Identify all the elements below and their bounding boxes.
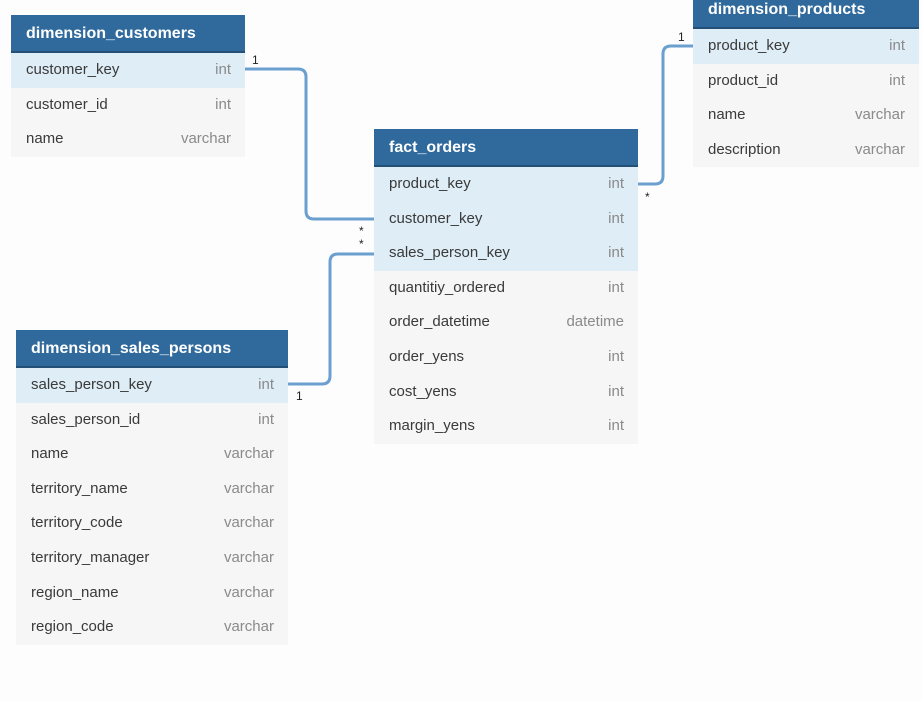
column-row[interactable]: name varchar bbox=[11, 122, 245, 157]
column-type: int bbox=[608, 175, 624, 192]
column-row[interactable]: customer_id int bbox=[11, 88, 245, 123]
cardinality-sales-persons-many: * bbox=[359, 237, 364, 251]
link-products-to-fact-orders[interactable] bbox=[638, 44, 693, 186]
column-name: region_code bbox=[31, 618, 114, 636]
column-type: varchar bbox=[223, 548, 274, 566]
column-name: product_key bbox=[708, 37, 790, 54]
column-name: name bbox=[26, 130, 64, 148]
column-row[interactable]: margin_yens int bbox=[374, 409, 638, 444]
column-row[interactable]: customer_key int bbox=[11, 53, 245, 88]
column-type: varchar bbox=[223, 445, 274, 463]
column-name: sales_person_key bbox=[31, 376, 152, 393]
column-row[interactable]: cost_yens int bbox=[374, 375, 638, 410]
column-name: region_name bbox=[31, 583, 119, 601]
cardinality-products-one: 1 bbox=[678, 30, 685, 44]
column-row[interactable]: customer_key int bbox=[374, 201, 638, 237]
cardinality-customers-one: 1 bbox=[252, 53, 259, 67]
cardinality-customers-many: * bbox=[359, 224, 364, 238]
column-name: quantitiy_ordered bbox=[389, 278, 505, 296]
column-name: territory_name bbox=[31, 479, 128, 497]
column-type: int bbox=[608, 278, 624, 296]
column-name: customer_key bbox=[389, 209, 483, 227]
column-name: order_datetime bbox=[389, 313, 490, 331]
column-name: order_yens bbox=[389, 347, 465, 365]
column-type: int bbox=[889, 37, 905, 54]
column-type: varchar bbox=[223, 583, 274, 601]
table-dimension-sales-persons[interactable]: dimension_sales_persons sales_person_key… bbox=[16, 330, 288, 645]
column-row[interactable]: sales_person_key int bbox=[374, 236, 638, 271]
column-type: varchar bbox=[223, 479, 274, 497]
column-row[interactable]: sales_person_key int bbox=[16, 368, 288, 403]
column-name: customer_id bbox=[26, 95, 108, 113]
column-name: description bbox=[708, 140, 781, 158]
column-type: varchar bbox=[180, 130, 231, 148]
column-row[interactable]: quantitiy_ordered int bbox=[374, 271, 638, 306]
column-row[interactable]: order_yens int bbox=[374, 340, 638, 375]
column-name: territory_code bbox=[31, 514, 123, 532]
column-name: sales_person_id bbox=[31, 410, 141, 428]
link-customers-to-fact-orders[interactable] bbox=[245, 67, 374, 221]
column-row[interactable]: name varchar bbox=[16, 437, 288, 472]
column-row[interactable]: region_code varchar bbox=[16, 610, 288, 645]
column-type: int bbox=[608, 382, 624, 400]
column-name: cost_yens bbox=[389, 382, 457, 400]
column-type: int bbox=[215, 61, 231, 78]
column-type: int bbox=[258, 410, 274, 428]
column-row[interactable]: description varchar bbox=[693, 133, 919, 168]
column-name: product_id bbox=[708, 71, 779, 89]
column-name: product_key bbox=[389, 175, 471, 192]
table-title[interactable]: fact_orders bbox=[374, 129, 638, 167]
column-row[interactable]: product_id int bbox=[693, 64, 919, 99]
column-name: margin_yens bbox=[389, 417, 475, 435]
table-title[interactable]: dimension_products bbox=[693, 0, 919, 29]
table-dimension-products[interactable]: dimension_products product_key int produ… bbox=[693, 0, 919, 168]
column-type: int bbox=[608, 244, 624, 262]
column-name: name bbox=[708, 106, 746, 124]
table-dimension-customers[interactable]: dimension_customers customer_key int cus… bbox=[11, 15, 245, 157]
column-name: territory_manager bbox=[31, 548, 150, 566]
column-type: int bbox=[608, 347, 624, 365]
column-type: int bbox=[889, 71, 905, 89]
table-title[interactable]: dimension_customers bbox=[11, 15, 245, 53]
cardinality-sales-persons-one: 1 bbox=[296, 389, 303, 403]
link-sales-persons-to-fact-orders[interactable] bbox=[288, 252, 374, 386]
column-type: varchar bbox=[223, 514, 274, 532]
column-type: varchar bbox=[223, 618, 274, 636]
column-type: varchar bbox=[854, 106, 905, 124]
column-type: datetime bbox=[566, 313, 624, 331]
column-row[interactable]: product_key int bbox=[374, 167, 638, 202]
column-type: int bbox=[258, 376, 274, 393]
column-row[interactable]: product_key int bbox=[693, 29, 919, 64]
table-fact-orders[interactable]: fact_orders product_key int customer_key… bbox=[374, 129, 638, 444]
column-row[interactable]: region_name varchar bbox=[16, 576, 288, 611]
column-row[interactable]: territory_code varchar bbox=[16, 506, 288, 541]
column-row[interactable]: territory_manager varchar bbox=[16, 541, 288, 576]
cardinality-products-many: * bbox=[645, 190, 650, 204]
column-name: sales_person_key bbox=[389, 244, 510, 262]
column-row[interactable]: territory_name varchar bbox=[16, 472, 288, 507]
column-name: customer_key bbox=[26, 61, 120, 78]
column-row[interactable]: sales_person_id int bbox=[16, 403, 288, 438]
column-type: int bbox=[608, 417, 624, 435]
column-type: int bbox=[215, 95, 231, 113]
column-row[interactable]: name varchar bbox=[693, 98, 919, 133]
column-type: int bbox=[608, 209, 624, 227]
column-type: varchar bbox=[854, 140, 905, 158]
column-name: name bbox=[31, 445, 69, 463]
column-row[interactable]: order_datetime datetime bbox=[374, 305, 638, 340]
table-title[interactable]: dimension_sales_persons bbox=[16, 330, 288, 368]
